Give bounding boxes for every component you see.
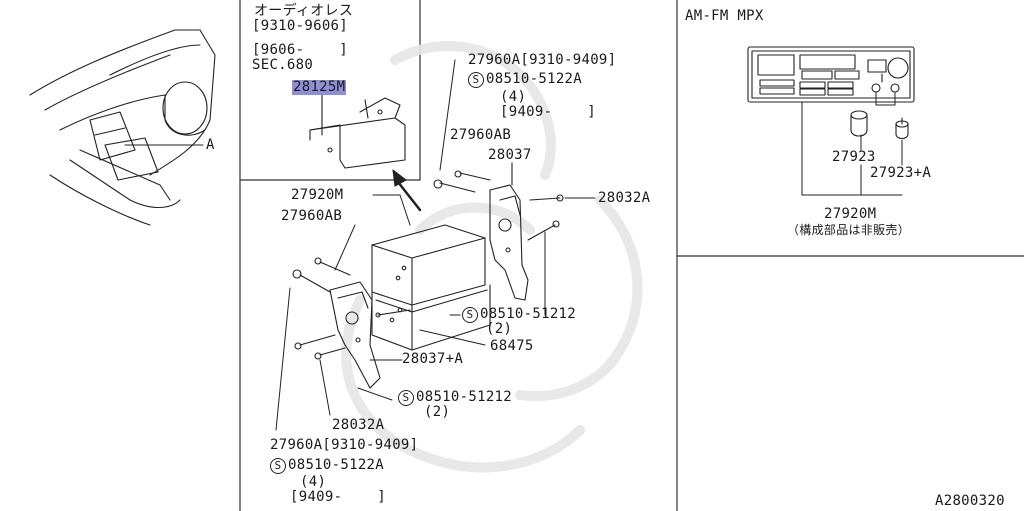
screw-right-qty: (2)	[486, 321, 513, 337]
mpx-knobs	[850, 110, 909, 140]
left-bracket-28037a	[329, 281, 381, 389]
part-28037[interactable]: 28037	[488, 147, 532, 163]
mpx-tree-lines	[801, 91, 903, 196]
screw-part-number: 08510-5122A	[486, 71, 583, 87]
screw-symbol-icon: S	[398, 390, 414, 406]
mpx-radio-panel	[747, 46, 915, 103]
part-28032a-right[interactable]: 28032A	[598, 190, 651, 206]
part-28032a-left[interactable]: 28032A	[332, 417, 385, 433]
part-27960ab-upper[interactable]: 27960AB	[450, 127, 512, 143]
inset-audioless-label: オーディオレス	[254, 3, 354, 19]
part-28125m-highlight[interactable]: 28125M	[292, 79, 347, 95]
fasteners	[292, 170, 564, 360]
mpx-title: AM-FM MPX	[685, 8, 764, 24]
lower-screw-qty: (4)	[300, 474, 327, 490]
part-27923[interactable]: 27923	[832, 149, 876, 165]
diagram-id: A2800320	[935, 493, 1005, 509]
part-27960a-upper[interactable]: 27960A[9310-9409]	[468, 52, 617, 68]
part-27960ab-left[interactable]: 27960AB	[281, 208, 343, 224]
panel-borders	[239, 0, 1024, 511]
screw-symbol-icon: S	[462, 307, 478, 323]
part-27923a[interactable]: 27923+A	[870, 165, 932, 181]
lower-screw-date: [9409- ]	[290, 489, 387, 505]
part-27920m[interactable]: 27920M	[291, 187, 344, 203]
part-28037a[interactable]: 28037+A	[402, 351, 464, 367]
screw-part-number: 08510-51212	[416, 389, 513, 405]
watermark	[341, 41, 643, 473]
screw-part-number: 08510-51212	[480, 306, 577, 322]
inset-date-range: [9310-9606]	[252, 18, 349, 34]
part-68475[interactable]: 68475	[490, 338, 534, 354]
callout-a: A	[206, 137, 215, 153]
leader-lines	[164, 59, 596, 431]
bracket-28125m	[309, 92, 406, 169]
part-27920m-assembly[interactable]: 27920M	[824, 206, 877, 222]
part-27960a-lower[interactable]: 27960A[9310-9409]	[270, 437, 419, 453]
upper-screw-qty: (4)	[500, 89, 527, 105]
upper-screw-date: [9409- ]	[500, 104, 597, 120]
inset-section-ref: SEC.680	[252, 57, 314, 73]
screw-symbol-icon: S	[270, 458, 286, 474]
right-bracket-28037	[489, 162, 529, 301]
screw-left-qty: (2)	[424, 404, 451, 420]
screw-part-number: 08510-5122A	[288, 457, 385, 473]
assembly-note: （構成部品は非販売）	[787, 223, 911, 237]
screw-symbol-icon: S	[468, 72, 484, 88]
dashboard-sketch	[29, 29, 216, 226]
audio-unit-27920m	[371, 224, 491, 351]
direction-arrow	[392, 169, 422, 212]
inset-date-open: [9606- ]	[252, 42, 349, 58]
